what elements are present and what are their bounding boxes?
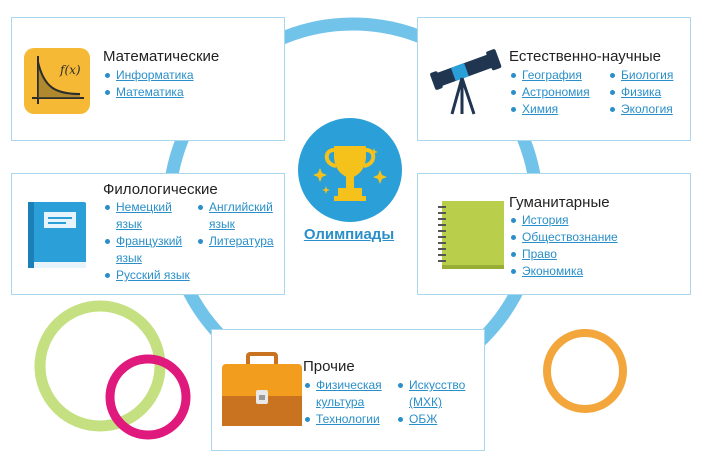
card-philology-links-col1: Немецкий язык Французкий язык Русский яз…	[103, 199, 195, 284]
list-item: Химия	[509, 101, 590, 118]
card-philology: Филологические Немецкий язык Французкий …	[11, 173, 285, 295]
card-humanities: Гуманитарные История Обществознание Прав…	[417, 173, 691, 295]
list-item: Литература	[196, 233, 282, 250]
link-art[interactable]: Искусство (МХК)	[409, 378, 466, 409]
link-biology[interactable]: Биология	[621, 68, 674, 82]
card-science-links-col1: География Астрономия Химия	[509, 67, 590, 118]
list-item: Искусство (МХК)	[396, 377, 482, 411]
card-science-title: Естественно-научные	[509, 48, 661, 65]
list-item: География	[509, 67, 590, 84]
green-ring	[34, 300, 166, 432]
card-philology-title: Филологические	[103, 181, 218, 198]
pink-ring	[105, 354, 191, 440]
list-item: Экология	[608, 101, 673, 118]
link-physical-education[interactable]: Физическая культура	[316, 378, 382, 409]
card-science-links-col2: Биология Физика Экология	[608, 67, 673, 118]
function-graph-icon: f(x)	[24, 48, 90, 119]
card-other-links-col1: Физическая культура Технологии	[303, 377, 393, 428]
olympiads-link[interactable]: Олимпиады	[303, 226, 395, 243]
card-philology-links-col2: Английский язык Литература	[196, 199, 282, 250]
list-item: Математика	[103, 84, 194, 101]
card-other: Прочие Физическая культура Технологии Ис…	[211, 329, 485, 451]
link-social-studies[interactable]: Обществознание	[522, 230, 618, 244]
link-literature[interactable]: Литература	[209, 234, 274, 248]
list-item: ОБЖ	[396, 411, 482, 428]
list-item: Обществознание	[509, 229, 618, 246]
link-informatics[interactable]: Информатика	[116, 68, 194, 82]
list-item: Экономика	[509, 263, 618, 280]
trophy-icon[interactable]	[298, 118, 402, 227]
svg-text:f(x): f(x)	[59, 63, 81, 77]
link-law[interactable]: Право	[522, 247, 557, 261]
link-life-safety[interactable]: ОБЖ	[409, 412, 438, 426]
link-physics[interactable]: Физика	[621, 85, 662, 99]
list-item: Биология	[608, 67, 673, 84]
list-item: Немецкий язык	[103, 199, 195, 233]
briefcase-icon	[222, 350, 302, 435]
link-economics[interactable]: Экономика	[522, 264, 584, 278]
list-item: Русский язык	[103, 267, 195, 284]
card-math-title: Математические	[103, 48, 220, 65]
list-item: Физическая культура	[303, 377, 393, 411]
orange-ring	[543, 329, 627, 413]
list-item: Информатика	[103, 67, 194, 84]
card-math-links: Информатика Математика	[103, 67, 194, 101]
telescope-icon	[428, 44, 506, 121]
link-ecology[interactable]: Экология	[621, 102, 673, 116]
list-item: Английский язык	[196, 199, 282, 233]
card-other-title: Прочие	[303, 358, 355, 375]
link-french[interactable]: Французкий язык	[116, 234, 183, 265]
link-russian[interactable]: Русский язык	[116, 268, 190, 282]
link-geography[interactable]: География	[522, 68, 582, 82]
card-science: Естественно-научные География Астрономия…	[417, 17, 691, 141]
list-item: История	[509, 212, 618, 229]
link-astronomy[interactable]: Астрономия	[522, 85, 590, 99]
notebook-icon	[438, 201, 504, 276]
link-english[interactable]: Английский язык	[209, 200, 273, 231]
link-german[interactable]: Немецкий язык	[116, 200, 172, 231]
list-item: Технологии	[303, 411, 393, 428]
link-history[interactable]: История	[522, 213, 569, 227]
list-item: Физика	[608, 84, 673, 101]
link-mathematics[interactable]: Математика	[116, 85, 184, 99]
card-math: f(x) Математические Информатика Математи…	[11, 17, 285, 141]
list-item: Право	[509, 246, 618, 263]
card-humanities-title: Гуманитарные	[509, 194, 610, 211]
list-item: Французкий язык	[103, 233, 195, 267]
list-item: Астрономия	[509, 84, 590, 101]
link-chemistry[interactable]: Химия	[522, 102, 559, 116]
card-other-links-col2: Искусство (МХК) ОБЖ	[396, 377, 482, 428]
link-technology[interactable]: Технологии	[316, 412, 380, 426]
book-icon	[28, 202, 90, 275]
card-humanities-links: История Обществознание Право Экономика	[509, 212, 618, 280]
